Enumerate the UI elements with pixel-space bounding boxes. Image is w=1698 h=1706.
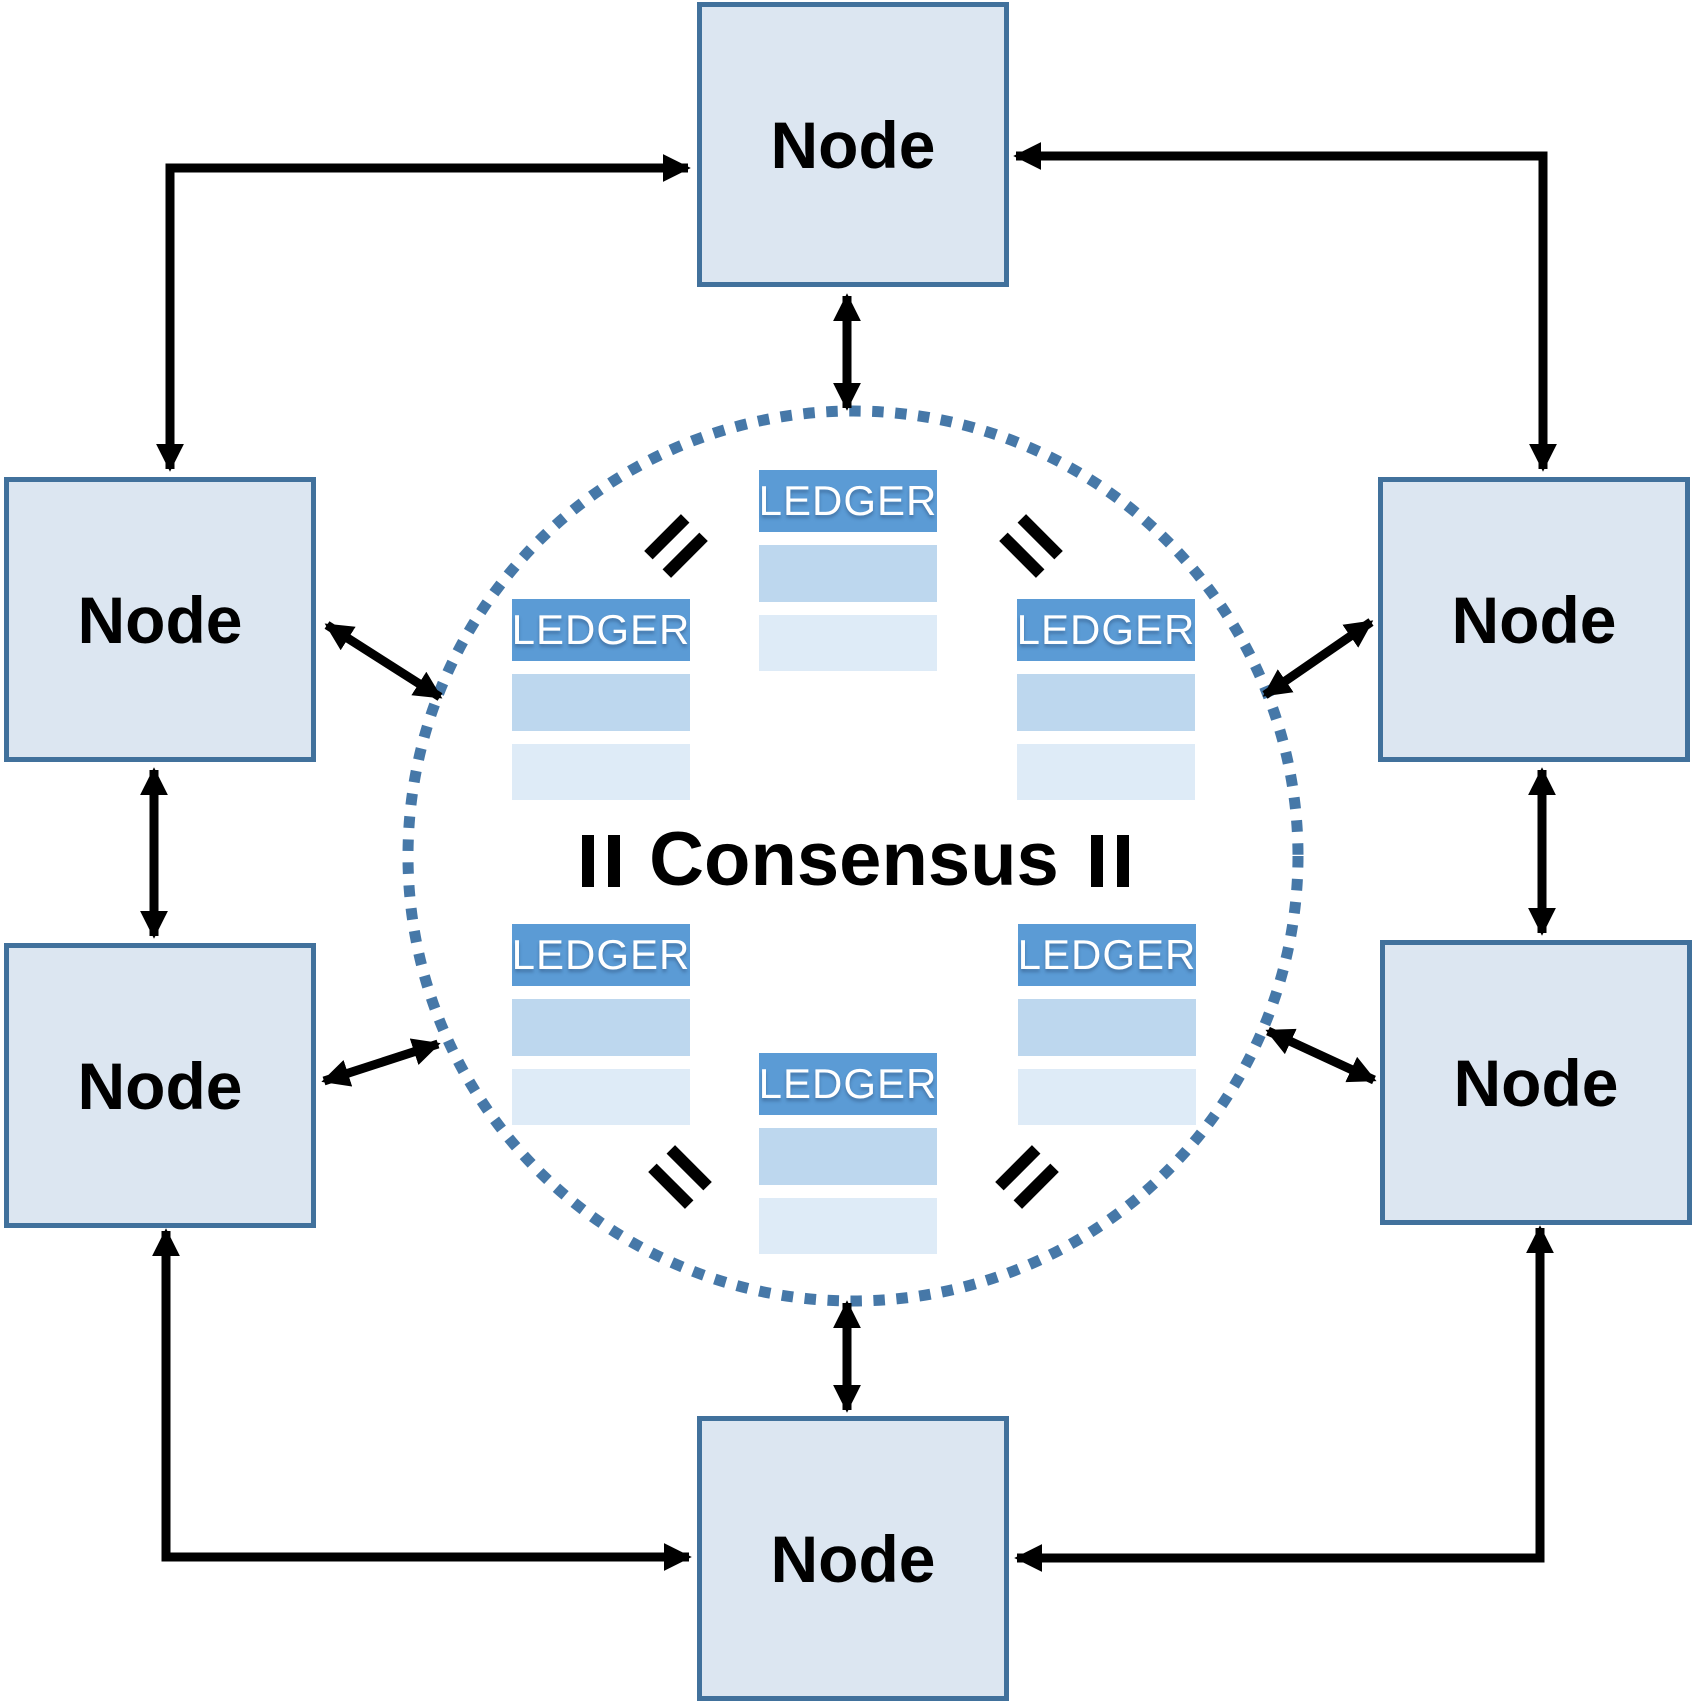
equals-icon [582,835,620,887]
ledger-row [1017,744,1195,800]
ledger-row [1018,999,1196,1056]
node-box-left-upper: Node [4,477,316,762]
ledger-row [759,545,937,602]
ledger-row [759,615,937,671]
arrow-rightupper-node-circle [1262,618,1374,699]
node-label: Node [1451,582,1617,657]
node-label: Node [77,1048,243,1123]
arrow-topright-elbow [1013,142,1557,472]
ledger-header: LEDGER [759,470,937,532]
node-box-bottom: Node [697,1416,1009,1701]
node-box-right-upper: Node [1378,477,1690,762]
ledger-table-bottom-left: LEDGER [512,924,690,1125]
ledger-row [512,674,690,731]
ledger-header: LEDGER [1018,924,1196,986]
ledger-row [759,1198,937,1254]
equals-bar [1117,835,1129,887]
equals-bar [608,835,620,887]
ledger-table-top-center: LEDGER [759,470,937,671]
node-box-top: Node [697,2,1009,287]
ledger-row [512,999,690,1056]
node-box-left-lower: Node [4,943,316,1228]
ledger-row [1018,1069,1196,1125]
equals-bar [582,835,594,887]
consensus-label: Consensus [649,817,1059,902]
ledger-row [1017,674,1195,731]
arrow-bottomright-elbow [1014,1225,1554,1572]
ledger-row [512,1069,690,1125]
ledger-row [512,744,690,800]
ledger-header: LEDGER [512,924,690,986]
ledger-row [759,1128,937,1185]
node-label: Node [770,1521,936,1596]
arrow-leftupper-node-circle [324,621,443,701]
ledger-header: LEDGER [759,1053,937,1115]
ledger-table-bottom-center: LEDGER [759,1053,937,1254]
ledger-header: LEDGER [1017,599,1195,661]
arrow-bottomleft-elbow [152,1228,692,1571]
node-box-right-lower: Node [1380,940,1692,1225]
arrow-rightlower-node-circle [1265,1026,1377,1085]
ledger-header: LEDGER [512,599,690,661]
node-label: Node [770,107,936,182]
equals-bar [1091,835,1103,887]
equals-icon [1091,835,1129,887]
arrow-topleft-elbow [156,154,691,472]
ledger-table-bottom-right: LEDGER [1018,924,1196,1125]
ledger-table-mid-left: LEDGER [512,599,690,800]
arrow-leftlower-node-circle [321,1038,441,1087]
node-label: Node [77,582,243,657]
ledger-table-mid-right: LEDGER [1017,599,1195,800]
node-label: Node [1453,1045,1619,1120]
